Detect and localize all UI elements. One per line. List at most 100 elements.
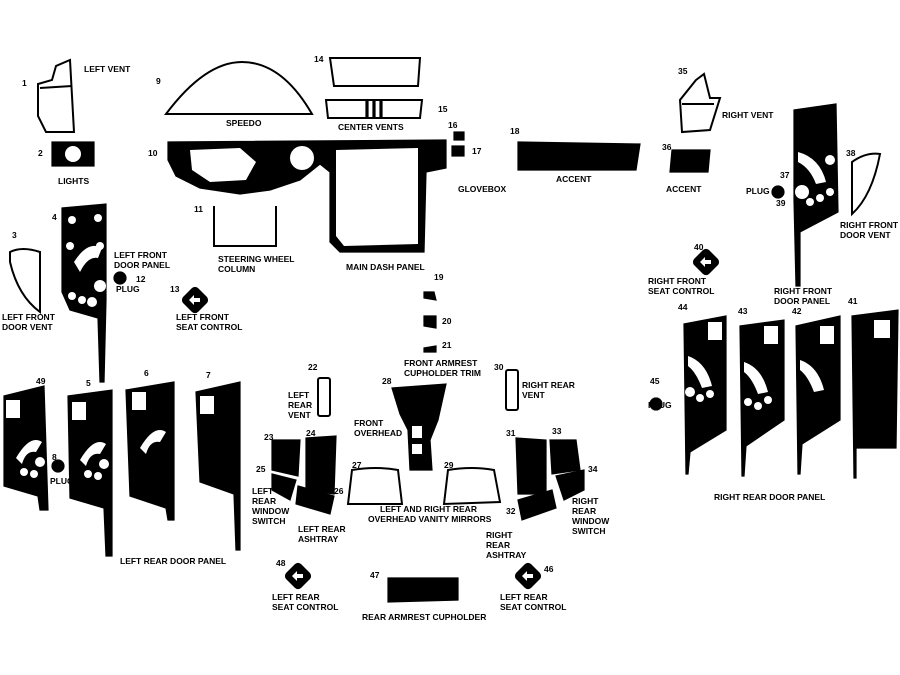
num-49: 49 (36, 376, 46, 386)
num-41: 41 (848, 296, 858, 306)
label-plug-45: PLUG (648, 400, 672, 410)
label-left-rear-seat-control-46-1: LEFT REAR (500, 592, 548, 602)
num-46: 46 (544, 564, 554, 574)
num-32: 32 (506, 506, 516, 516)
piece-center-vents-top (328, 57, 422, 87)
label-lights: LIGHTS (58, 176, 89, 186)
num-22: 22 (308, 362, 318, 372)
piece-left-vanity-mirror (346, 467, 404, 505)
piece-17 (451, 145, 465, 157)
label-left-rear-ashtray-1: LEFT REAR (298, 524, 346, 534)
label-front-overhead-1: FRONT (354, 418, 384, 428)
label-main-dash-panel: MAIN DASH PANEL (346, 262, 425, 272)
label-right-rear-window-switch-1: RIGHT (572, 496, 599, 506)
label-speedo: SPEEDO (226, 118, 262, 128)
part-numbers: 1 2 3 4 5 6 7 8 9 10 11 12 13 14 15 16 1… (12, 54, 858, 580)
num-38: 38 (846, 148, 856, 158)
label-right-front-door-vent-1: RIGHT FRONT (840, 220, 899, 230)
label-left-rear-window-switch-4: SWITCH (252, 516, 286, 526)
num-45: 45 (650, 376, 660, 386)
num-27: 27 (352, 460, 362, 470)
piece-left-vent (37, 58, 76, 133)
piece-34 (555, 469, 585, 501)
piece-plug-45 (649, 397, 663, 411)
num-15: 15 (438, 104, 448, 114)
num-48: 48 (276, 558, 286, 568)
label-steering-wheel-column-2: COLUMN (218, 264, 255, 274)
label-right-vent: RIGHT VENT (722, 110, 774, 120)
num-30: 30 (494, 362, 504, 372)
label-right-rear-door-panel: RIGHT REAR DOOR PANEL (714, 492, 825, 502)
piece-23 (271, 439, 301, 477)
part-labels: LEFT VENT LIGHTS LEFT FRONT DOOR VENT LE… (2, 64, 899, 622)
num-1: 1 (22, 78, 27, 88)
num-20: 20 (442, 316, 452, 326)
piece-right-vanity-mirror (442, 467, 502, 506)
piece-accent-36 (669, 149, 711, 173)
num-39: 39 (776, 198, 786, 208)
num-21: 21 (442, 340, 452, 350)
label-right-rear-ashtray-1: RIGHT (486, 530, 513, 540)
label-left-front-seat-control-1: LEFT FRONT (176, 312, 230, 322)
label-right-rear-window-switch-2: REAR (572, 506, 596, 516)
piece-right-vent (678, 72, 722, 134)
num-5: 5 (86, 378, 91, 388)
label-left-rear-seat-control-48-2: SEAT CONTROL (272, 602, 338, 612)
num-31: 31 (506, 428, 516, 438)
label-right-rear-window-switch-4: SWITCH (572, 526, 606, 536)
label-left-rear-window-switch-2: REAR (252, 496, 276, 506)
num-19: 19 (434, 272, 444, 282)
piece-left-front-door-vent (9, 248, 41, 314)
num-37: 37 (780, 170, 790, 180)
num-6: 6 (144, 368, 149, 378)
label-accent-18: ACCENT (556, 174, 592, 184)
piece-speedo (163, 60, 314, 115)
label-plug-39: PLUG (746, 186, 770, 196)
piece-right-rear-door-panel (683, 309, 899, 479)
num-24: 24 (306, 428, 316, 438)
num-28: 28 (382, 376, 392, 386)
num-26: 26 (334, 486, 344, 496)
piece-25 (271, 473, 297, 501)
piece-center-vents-bottom (324, 99, 424, 119)
num-44: 44 (678, 302, 688, 312)
label-left-rear-window-switch-1: LEFT (252, 486, 274, 496)
label-vanity-mirrors-2: OVERHEAD VANITY MIRRORS (368, 514, 492, 524)
num-18: 18 (510, 126, 520, 136)
num-36: 36 (662, 142, 672, 152)
label-right-rear-ashtray-2: REAR (486, 540, 510, 550)
label-left-rear-ashtray-2: ASHTRAY (298, 534, 339, 544)
label-vanity-mirrors-1: LEFT AND RIGHT REAR (380, 504, 477, 514)
label-plug-12: PLUG (116, 284, 140, 294)
piece-left-rear-vent (317, 377, 331, 417)
label-right-rear-vent-2: VENT (522, 390, 545, 400)
label-left-front-door-vent-1: LEFT FRONT (2, 312, 56, 322)
num-29: 29 (444, 460, 454, 470)
label-right-front-seat-control-1: RIGHT FRONT (648, 276, 707, 286)
piece-19 (423, 291, 437, 301)
label-glovebox: GLOVEBOX (458, 184, 507, 194)
piece-32 (517, 489, 557, 521)
piece-right-rear-vent (505, 369, 519, 411)
piece-rear-armrest-cupholder (387, 577, 459, 603)
label-plug-8: PLUG (50, 476, 74, 486)
label-center-vents: CENTER VENTS (338, 122, 404, 132)
num-10: 10 (148, 148, 158, 158)
piece-right-front-door-panel (793, 103, 839, 287)
piece-plug-8 (51, 459, 65, 473)
label-right-rear-vent-1: RIGHT REAR (522, 380, 575, 390)
num-7: 7 (206, 370, 211, 380)
label-left-rear-vent-3: VENT (288, 410, 311, 420)
piece-front-overhead (391, 383, 447, 471)
label-right-front-door-panel-1: RIGHT FRONT (774, 286, 833, 296)
num-12: 12 (136, 274, 146, 284)
num-40: 40 (694, 242, 704, 252)
label-left-rear-window-switch-3: WINDOW (252, 506, 290, 516)
num-17: 17 (472, 146, 482, 156)
label-rear-armrest-cupholder: REAR ARMREST CUPHOLDER (362, 612, 486, 622)
piece-16 (453, 131, 465, 141)
num-42: 42 (792, 306, 802, 316)
label-right-front-door-panel-2: DOOR PANEL (774, 296, 830, 306)
label-steering-wheel-column-1: STEERING WHEEL (218, 254, 295, 264)
